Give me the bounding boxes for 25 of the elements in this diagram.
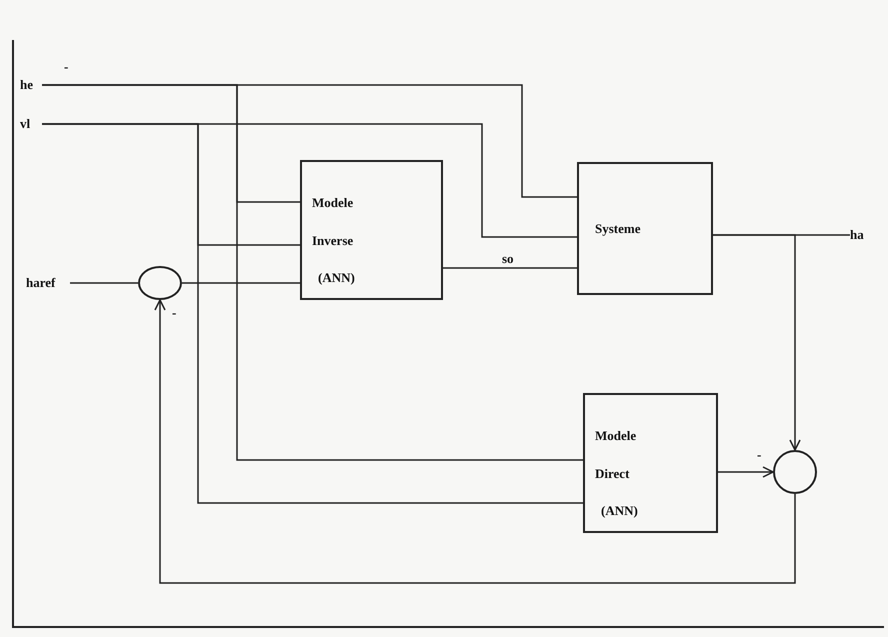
summing-junction — [773, 450, 817, 494]
block-title: Modele Inverse — [312, 194, 354, 250]
sign-label: - — [64, 60, 68, 73]
arrow — [718, 466, 774, 478]
block-title: Systeme — [594, 220, 642, 236]
block-title: (ANN) — [600, 503, 639, 519]
block-box — [577, 162, 713, 295]
arrow — [713, 234, 801, 451]
block-title: Modele Direct — [595, 427, 638, 483]
block-box — [583, 393, 718, 533]
block-title: (ANN) — [317, 270, 356, 286]
signal-name: he — [20, 77, 42, 93]
signal-line — [443, 267, 577, 269]
signal-line — [42, 123, 583, 504]
signal-name: haref — [26, 275, 70, 291]
arrow — [154, 299, 796, 584]
block-box — [300, 160, 443, 300]
signal-name: vl — [20, 116, 42, 132]
signal-name: ha — [850, 227, 874, 243]
sign-label: - — [172, 306, 176, 319]
summing-junction — [138, 266, 182, 300]
sign-label: - — [757, 448, 762, 461]
signal-line — [70, 282, 138, 284]
signal-line — [182, 282, 300, 284]
signal-line — [42, 84, 583, 461]
